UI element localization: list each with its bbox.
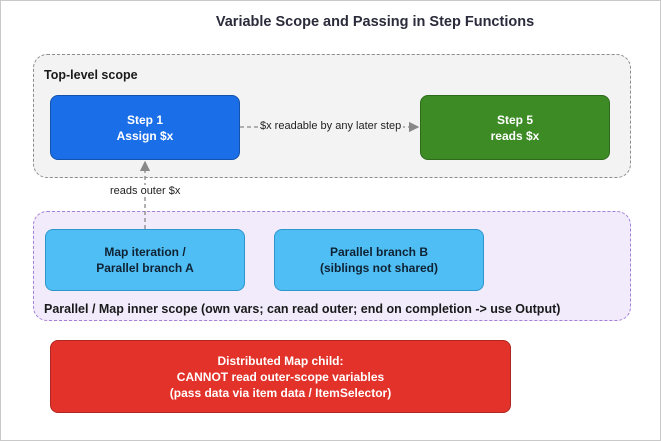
- node-step5-line1: Step 5: [496, 112, 533, 127]
- node-step5: Step 5 reads $x: [420, 95, 610, 160]
- node-map-branch-a-line1: Map iteration /: [104, 245, 186, 259]
- node-branch-b: Parallel branch B (siblings not shared): [274, 229, 484, 291]
- node-distributed-map: Distributed Map child: CANNOT read outer…: [50, 340, 511, 413]
- node-step1-line2: Assign $x: [116, 128, 174, 143]
- node-map-branch-a: Map iteration / Parallel branch A: [45, 229, 245, 291]
- edge-label-reads-outer: reads outer $x: [108, 185, 183, 197]
- node-step5-line2: reads $x: [490, 128, 540, 143]
- edge-label-readable: $x readable by any later step: [258, 120, 404, 132]
- node-map-branch-a-line2: Parallel branch A: [96, 261, 194, 275]
- node-distributed-map-line1: Distributed Map child:: [217, 353, 344, 368]
- node-step1-line1: Step 1: [126, 112, 163, 127]
- node-distributed-map-line3: (pass data via item data / ItemSelector): [169, 385, 392, 400]
- node-branch-b-line1: Parallel branch B: [329, 245, 429, 259]
- node-branch-b-line2: (siblings not shared): [319, 261, 438, 275]
- node-distributed-map-line2: CANNOT read outer-scope variables: [176, 369, 385, 384]
- inner-scope-label: Parallel / Map inner scope (own vars; ca…: [44, 302, 561, 316]
- diagram-title: Variable Scope and Passing in Step Funct…: [215, 14, 535, 30]
- top-level-scope-label: Top-level scope: [44, 68, 138, 82]
- node-step1: Step 1 Assign $x: [50, 95, 240, 160]
